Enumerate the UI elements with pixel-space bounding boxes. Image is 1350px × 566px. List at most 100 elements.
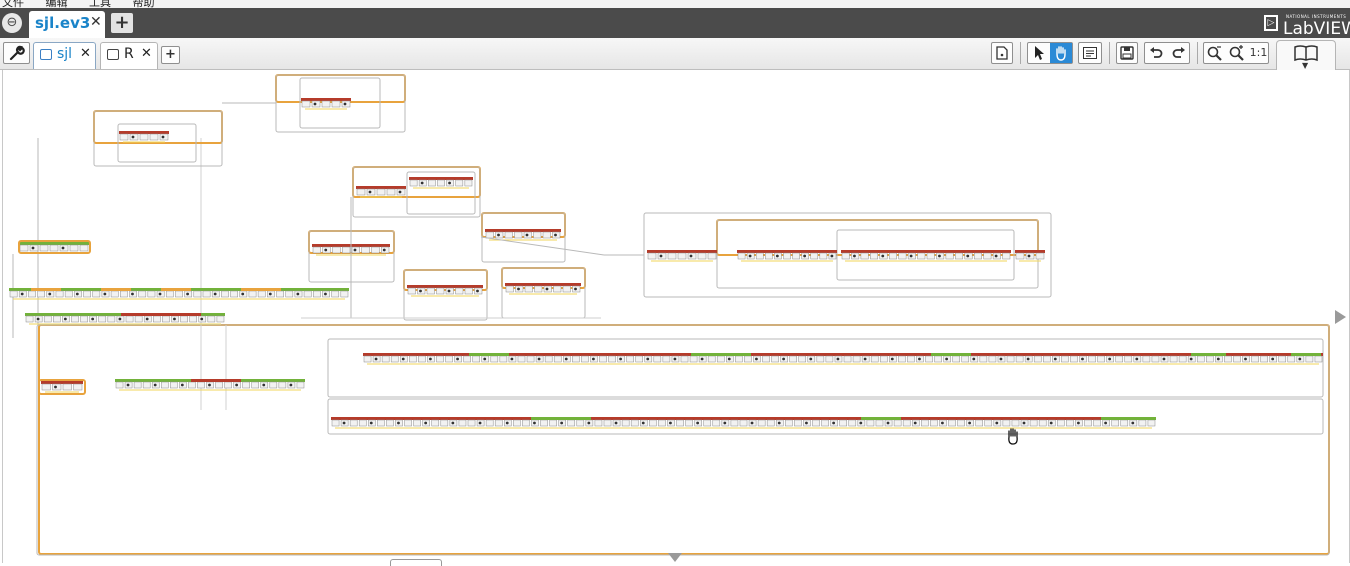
long-strip-top-port xyxy=(918,357,921,361)
loop-a-strip-header xyxy=(119,131,169,134)
scroll-down-icon[interactable] xyxy=(668,553,682,562)
toolbar-separator xyxy=(1197,42,1198,64)
long-strip-bottom-block xyxy=(404,419,412,427)
loop-h-strip-2-block xyxy=(737,252,746,260)
long-strip-top-port xyxy=(727,357,731,361)
loop-h-strip-3-block xyxy=(870,252,879,260)
undo-icon[interactable] xyxy=(1145,43,1167,63)
program-icon xyxy=(107,49,119,60)
loop-c-strip-1-block xyxy=(356,188,366,196)
loop-h-strip-3-block xyxy=(898,252,907,260)
loop-h-strip-1-port xyxy=(659,254,663,258)
long-strip-bottom-block xyxy=(540,419,548,427)
long-strip-bottom-block xyxy=(603,419,612,427)
start-strip-block xyxy=(83,290,91,298)
wrench-icon[interactable] xyxy=(3,42,30,64)
menu-help[interactable]: 帮助 xyxy=(132,0,155,8)
long-strip-bottom-block xyxy=(658,419,666,427)
add-program-button[interactable]: + xyxy=(161,46,180,64)
long-strip-bottom-block xyxy=(875,419,884,427)
zoom-out-icon[interactable] xyxy=(1204,43,1226,63)
long-strip-bottom-port xyxy=(696,421,700,425)
long-strip-top-block xyxy=(1061,355,1069,363)
content-editor-icon[interactable] xyxy=(1078,42,1102,64)
long-strip-top-block xyxy=(843,355,852,363)
menu-file[interactable]: 文件 xyxy=(2,0,24,8)
lower-mid-strip-block xyxy=(224,381,232,389)
loop-c-strip-1-block xyxy=(386,188,396,196)
start-strip-block xyxy=(202,290,211,298)
long-strip-top-port xyxy=(1271,357,1275,361)
tab-program-r[interactable]: R ✕ xyxy=(100,42,158,69)
long-strip-top-block xyxy=(771,355,779,363)
long-strip-bottom-block xyxy=(1120,419,1129,427)
orange-segment xyxy=(241,288,281,291)
program-toolbar: sjl ✕ R ✕ + xyxy=(0,38,1350,70)
long-strip-bottom-block xyxy=(703,419,712,427)
loop-b-strip-block xyxy=(321,100,331,108)
comment-icon[interactable] xyxy=(991,42,1013,64)
long-strip-bottom-block xyxy=(413,419,421,427)
project-tab-sjl-ev3[interactable]: sjl.ev3 ✕ xyxy=(29,11,105,38)
block-diagram[interactable] xyxy=(3,70,1349,563)
loop-h-strip-1-block xyxy=(667,252,677,260)
top-left-strip-block xyxy=(39,244,49,252)
long-strip-bottom-block xyxy=(522,419,530,427)
long-strip-bottom-block xyxy=(1147,419,1156,427)
loop-h-strip-2-port xyxy=(803,254,807,258)
long-strip-bottom-block xyxy=(948,419,956,427)
close-project-icon[interactable]: ✕ xyxy=(90,14,102,30)
loop-c-strip-2-block xyxy=(428,179,436,187)
long-strip-bottom-port xyxy=(505,421,509,425)
loop-c-strip-2-port xyxy=(420,181,424,185)
long-strip-bottom-block xyxy=(839,419,848,427)
long-strip-top-port xyxy=(1189,357,1193,361)
zoom-reset-button[interactable]: 1:1 xyxy=(1249,46,1268,59)
loop-c-strip-2-block xyxy=(437,179,445,187)
start-strip-block xyxy=(221,290,229,298)
start-strip-block xyxy=(55,290,64,298)
pointer-icon[interactable] xyxy=(1028,43,1050,63)
orange-segment xyxy=(161,288,191,291)
long-strip-top-block xyxy=(798,355,807,363)
long-strip-top-block xyxy=(1196,355,1205,363)
long-strip-top-block xyxy=(526,355,535,363)
loop-h-strip-2-block xyxy=(783,252,791,260)
long-strip-bottom-port xyxy=(859,421,863,425)
close-tab-icon[interactable]: ✕ xyxy=(80,46,91,61)
loop-c-frame xyxy=(352,166,481,218)
loop-f-strip-port xyxy=(419,289,422,293)
lobby-home-icon[interactable]: ⊖ xyxy=(2,13,22,33)
tab-program-sjl[interactable]: sjl ✕ xyxy=(33,42,96,69)
help-button[interactable]: ▼ xyxy=(1276,40,1336,70)
green-segment xyxy=(861,417,901,420)
zoom-in-icon[interactable] xyxy=(1226,43,1248,63)
long-strip-bottom-block xyxy=(1084,419,1092,427)
loop-a-strip-port xyxy=(131,135,135,139)
long-strip-top-block xyxy=(581,355,589,363)
long-strip-top-block xyxy=(1151,355,1160,363)
long-strip-top-block xyxy=(635,355,644,363)
add-project-button[interactable]: + xyxy=(111,13,133,33)
long-strip-bottom-block xyxy=(549,419,557,427)
loop-h-strip-3-block xyxy=(917,252,926,260)
menu-tools[interactable]: 工具 xyxy=(89,0,111,8)
loop-c-strip-2-block xyxy=(464,179,473,187)
loop-a-inner xyxy=(117,123,197,163)
long-strip-bottom-block xyxy=(1011,419,1020,427)
program-canvas[interactable] xyxy=(2,70,1350,563)
long-strip-top-block xyxy=(1314,355,1323,363)
long-strip-top-block xyxy=(1206,355,1214,363)
loop-g-strip-port xyxy=(517,287,520,291)
green-segment xyxy=(531,417,591,420)
loop-c-strip-2-block xyxy=(455,179,464,187)
redo-icon[interactable] xyxy=(1168,43,1190,63)
scroll-right-icon[interactable] xyxy=(1335,310,1346,324)
long-strip-bottom-block xyxy=(821,419,829,427)
save-icon[interactable] xyxy=(1116,42,1138,64)
hand-icon[interactable] xyxy=(1050,43,1072,63)
second-strip-block xyxy=(216,315,225,323)
long-strip-top-port xyxy=(999,357,1003,361)
close-tab-icon[interactable]: ✕ xyxy=(141,46,152,61)
menu-edit[interactable]: 编辑 xyxy=(45,0,68,8)
